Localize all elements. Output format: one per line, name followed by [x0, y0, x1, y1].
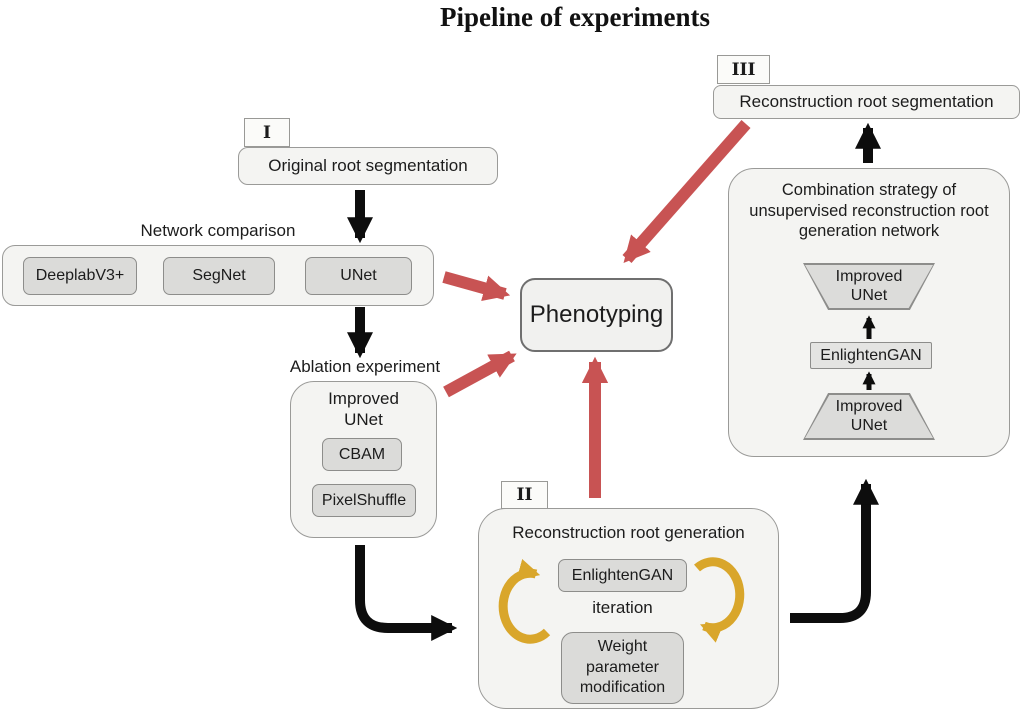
stage-numeral-1: I [244, 118, 290, 147]
phenotyping-box [520, 278, 673, 352]
enlightengan-box: EnlightenGAN [558, 559, 687, 592]
segnet-box: SegNet [163, 257, 275, 295]
ablation-caption: Ablation experiment [289, 357, 441, 376]
improved-unet-trapezoid-top: Improved UNet [803, 263, 935, 310]
combination-strategy-box [728, 168, 1010, 457]
original-root-segmentation-box [238, 147, 498, 185]
ablation-group-title: Improved UNet [328, 388, 399, 429]
diagram-title: Pipeline of experiments [440, 2, 710, 32]
trapezoid-fill [805, 395, 933, 438]
deeplabv3-box: DeeplabV3+ [23, 257, 137, 295]
arrow-ablation-to-phenotyping [443, 350, 517, 398]
reconstruction-root-segmentation-box [713, 85, 1020, 119]
original-root-segmentation-label: Original root segmentation [268, 156, 468, 175]
pixelshuffle-box: PixelShuffle [312, 484, 416, 517]
network-comparison-caption: Network comparison [140, 221, 296, 240]
arrow-unet-to-phenotyping [442, 271, 511, 302]
cbam-box: CBAM [322, 438, 402, 471]
combination-strategy-title: Combination strategy of unsupervised rec… [749, 181, 989, 241]
reconstruction-root-segmentation-label: Reconstruction root segmentation [739, 92, 994, 111]
enlightengan-combination-box: EnlightenGAN [810, 342, 932, 369]
reconstruction-root-generation-title: Reconstruction root generation [512, 523, 745, 542]
arrow-ablation-to-stage2 [355, 545, 458, 641]
arrow-stage2-to-combination [790, 478, 879, 623]
phenotyping-label: Phenotyping [529, 301, 664, 328]
improved-unet-trapezoid-bottom: Improved UNet [803, 393, 935, 440]
weight-parameter-modification-box: Weight parameter modification [561, 632, 684, 704]
stage-numeral-2: II [501, 481, 548, 509]
trapezoid-fill [805, 265, 933, 308]
iteration-label: iteration [592, 598, 653, 617]
stage-numeral-3: III [717, 55, 770, 84]
unet-box: UNet [305, 257, 412, 295]
